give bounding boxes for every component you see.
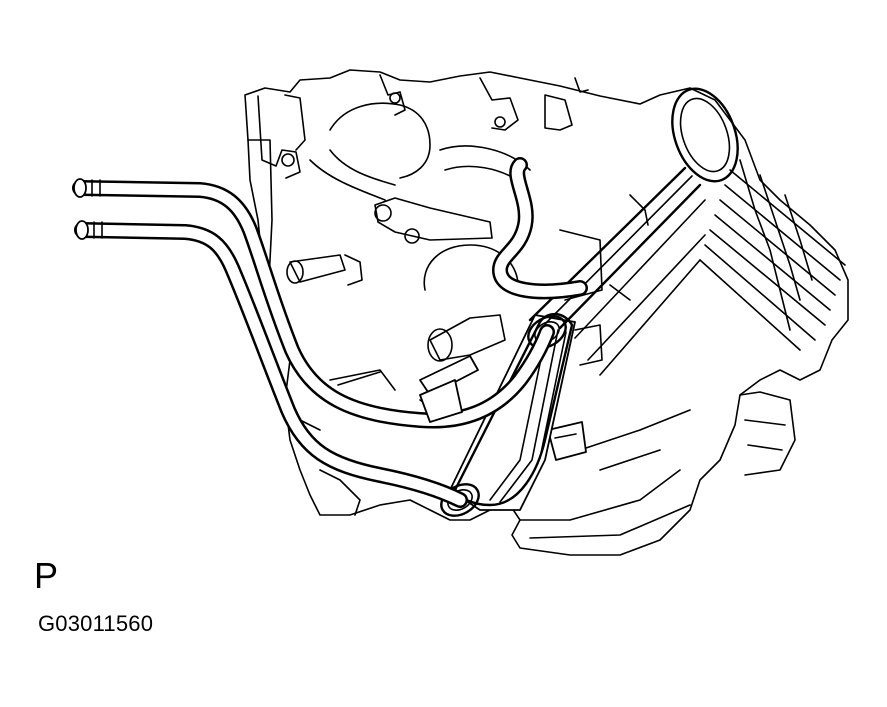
view-label: P (34, 555, 59, 596)
heater-pipes (72, 178, 555, 508)
upper-pipe-end (73, 178, 87, 198)
lower-pipe-end (75, 220, 89, 240)
pipe-clamp (337, 355, 479, 423)
figure-code: G03011560 (38, 611, 154, 636)
ribbed-duct (699, 159, 846, 351)
heater-core (440, 166, 706, 517)
upper-duct-pipe (492, 157, 588, 300)
heater-housing (244, 69, 849, 556)
